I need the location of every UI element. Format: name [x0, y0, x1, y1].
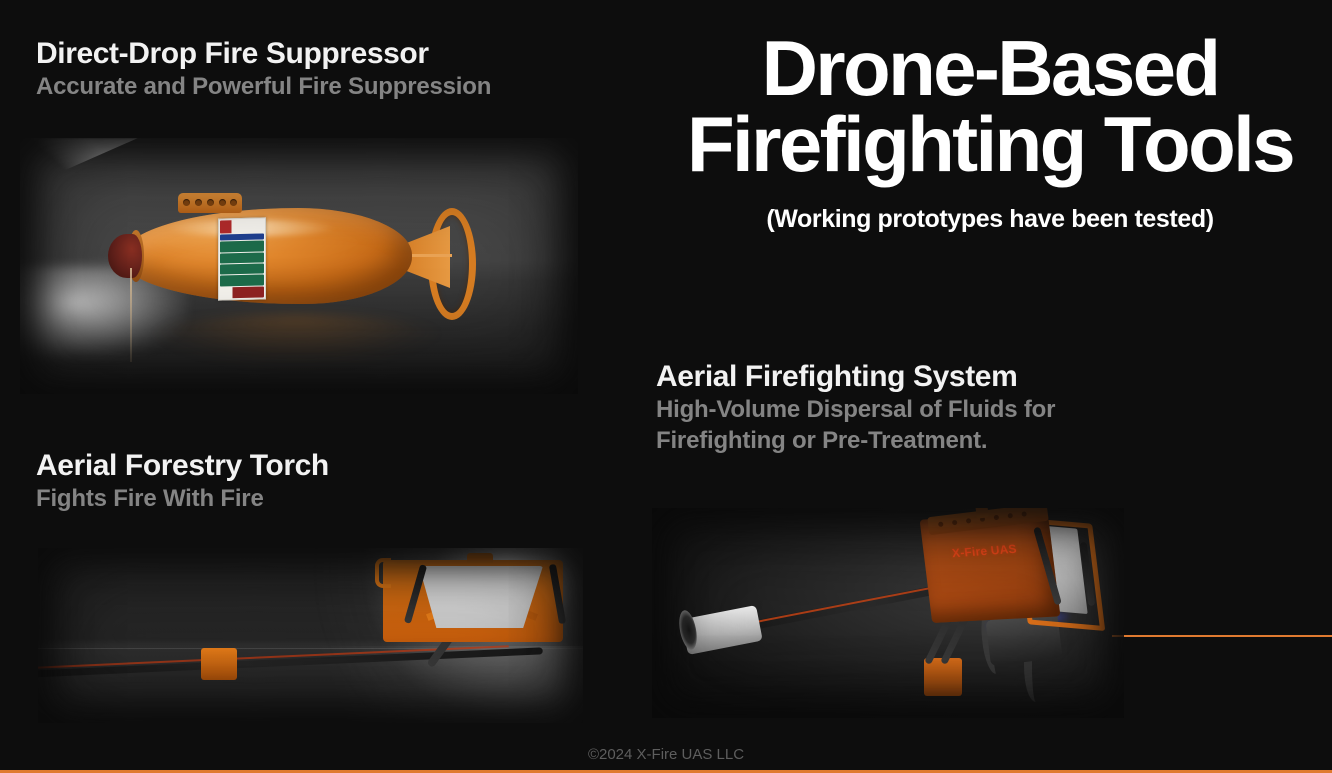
hero-title-line-2: Firefighting Tools — [687, 100, 1296, 189]
product-title-direct-drop: Direct-Drop Fire Suppressor — [36, 37, 429, 70]
product-subtitle-aerial-system-line-1: High-Volume Dispersal of Fluids for — [656, 395, 1056, 423]
mounting-collar — [178, 193, 242, 213]
product-subtitle-direct-drop: Accurate and Powerful Fire Suppression — [36, 72, 492, 100]
product-image-aerial-firefighting-system: X-Fire UAS — [652, 508, 1124, 718]
tail-fin-blade — [406, 254, 452, 257]
hero-subtitle: (Working prototypes have been tested) — [766, 204, 1214, 233]
product-heading-aerial-system: Aerial Firefighting System High-Volume D… — [656, 360, 1055, 457]
system-boom-hinge — [924, 658, 962, 696]
torch-lifting-hook — [375, 558, 391, 588]
suppressor-model — [106, 190, 506, 366]
product-subtitle-forestry-torch: Fights Fire With Fire — [36, 484, 264, 512]
product-heading-forestry-torch: Aerial Forestry Torch Fights Fire With F… — [36, 449, 329, 514]
torch-fuel-tank — [419, 566, 543, 628]
torch-tank-cap — [467, 553, 493, 563]
floor-reflection — [146, 314, 446, 366]
aerial-system-model: X-Fire UAS — [652, 508, 1124, 718]
hero-heading: Drone-Based Firefighting Tools (Working … — [660, 24, 1320, 234]
floor-horizon-line — [38, 647, 583, 649]
footer-copyright: ©2024 X-Fire UAS LLC — [587, 746, 745, 763]
product-title-aerial-system: Aerial Firefighting System — [656, 360, 1018, 393]
system-lifting-lug — [975, 508, 989, 519]
footer-accent-rule — [0, 770, 1332, 773]
forestry-torch-model — [38, 553, 577, 701]
product-image-aerial-forestry-torch — [38, 548, 583, 723]
fire-extinguisher-label-icon — [218, 217, 266, 301]
nose-valve — [108, 234, 142, 278]
product-title-forestry-torch: Aerial Forestry Torch — [36, 449, 329, 482]
system-hose-secondary — [1024, 642, 1044, 702]
accent-rule-right — [1112, 635, 1332, 637]
product-heading-direct-drop: Direct-Drop Fire Suppressor Accurate and… — [36, 37, 491, 102]
product-subtitle-aerial-system-line-2: Firefighting or Pre-Treatment. — [656, 427, 988, 455]
release-lanyard — [130, 268, 132, 362]
hero-title-line-1: Drone-Based — [761, 24, 1221, 112]
torch-boom-hinge — [201, 648, 237, 680]
product-image-direct-drop-fire-suppressor — [20, 138, 578, 394]
